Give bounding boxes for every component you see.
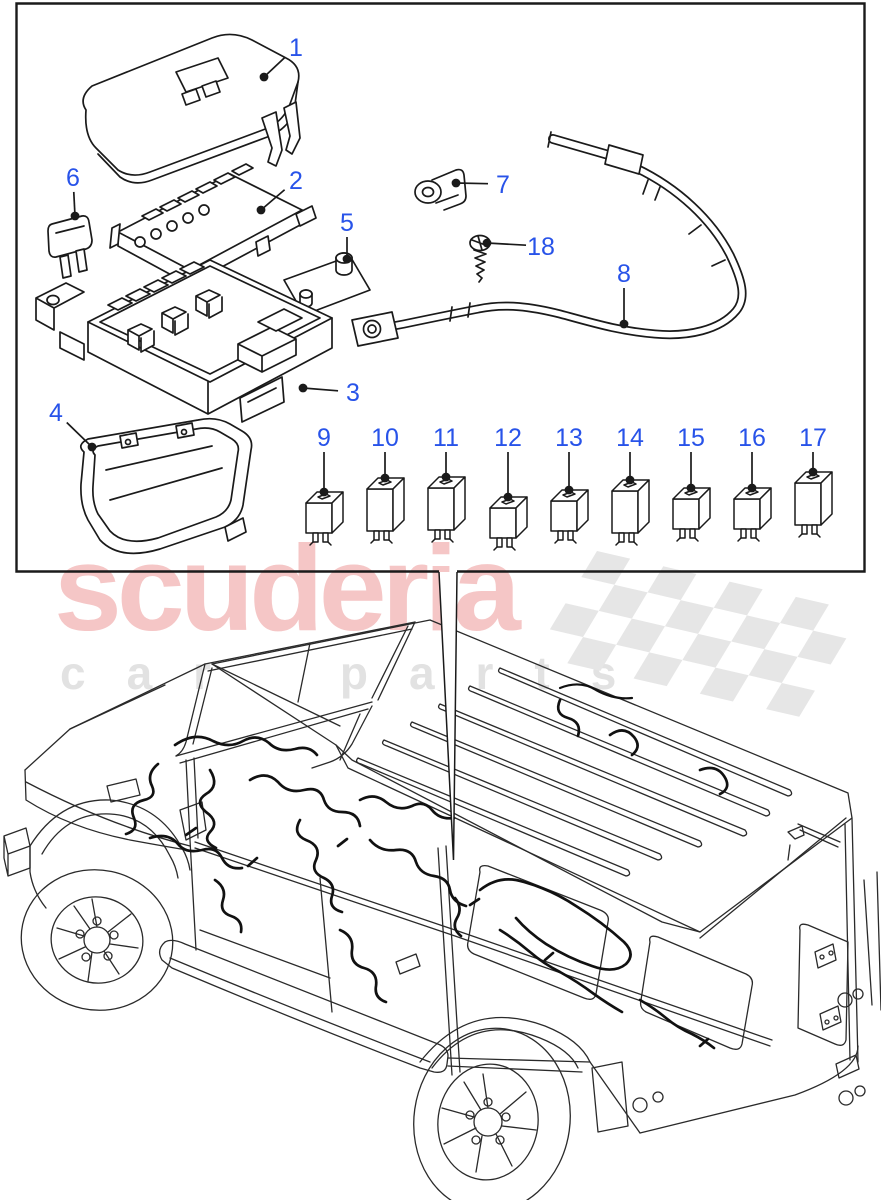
rear-valance — [639, 1045, 859, 1134]
part-1-fusebox-cover — [82, 33, 301, 184]
callout-8: 8 — [617, 260, 631, 329]
wiring-harness — [124, 698, 729, 1050]
relay-9 — [305, 491, 344, 546]
bonnet — [24, 663, 373, 852]
callout-7: 7 — [451, 171, 510, 199]
vehicle-illustration — [3, 619, 881, 1200]
svg-text:16: 16 — [738, 424, 766, 452]
relay-17 — [794, 471, 833, 538]
svg-text:9: 9 — [317, 424, 331, 452]
callout-12: 12 — [494, 424, 522, 502]
side-step — [158, 939, 641, 1134]
svg-text:3: 3 — [346, 379, 360, 407]
part-3-fusebox-body — [35, 259, 333, 423]
front-wheel-arch — [29, 799, 191, 871]
relay-14 — [611, 479, 650, 546]
rear-wheel-arch — [419, 1016, 591, 1063]
callout-14: 14 — [616, 424, 644, 485]
parts-box-border — [15, 2, 866, 573]
relay-15 — [672, 487, 711, 542]
callout-15: 15 — [677, 424, 705, 493]
front-bumper — [3, 827, 31, 877]
rear-body — [632, 817, 881, 1113]
callout-2: 2 — [256, 167, 303, 215]
callout-3: 3 — [298, 379, 360, 407]
svg-text:13: 13 — [555, 424, 583, 452]
callout-9: 9 — [317, 424, 331, 497]
svg-text:2: 2 — [289, 167, 303, 195]
part-6-fuse — [47, 215, 93, 279]
svg-text:18: 18 — [527, 233, 555, 261]
relay-13 — [550, 489, 589, 544]
callout-18: 18 — [482, 233, 555, 261]
svg-text:4: 4 — [49, 399, 63, 427]
checkered-flag — [549, 551, 847, 717]
side-windows — [466, 864, 849, 1050]
part-4-lower-cover — [79, 417, 253, 555]
svg-text:8: 8 — [617, 260, 631, 288]
roof-ribs — [355, 667, 841, 877]
relay-12 — [489, 496, 528, 551]
svg-text:5: 5 — [340, 209, 354, 237]
svg-text:12: 12 — [494, 424, 522, 452]
svg-text:17: 17 — [799, 424, 827, 452]
rear-wheel — [413, 1027, 571, 1200]
svg-text:11: 11 — [433, 424, 459, 452]
location-pointer — [438, 571, 458, 861]
callout-11: 11 — [433, 424, 459, 482]
part-2-fuse-carrier — [109, 163, 317, 287]
mud-flap — [591, 1061, 629, 1133]
svg-text:7: 7 — [496, 171, 510, 199]
relay-11 — [427, 476, 466, 543]
relay-16 — [733, 487, 772, 542]
svg-text:14: 14 — [616, 424, 644, 452]
windscreen-frame — [175, 621, 416, 764]
callout-6: 6 — [66, 164, 80, 221]
svg-text:10: 10 — [371, 424, 399, 452]
callout-13: 13 — [555, 424, 583, 495]
svg-text:15: 15 — [677, 424, 705, 452]
part-8-cable — [351, 131, 747, 347]
callout-16: 16 — [738, 424, 766, 493]
exploded-parts — [35, 33, 833, 555]
relay-10 — [366, 477, 405, 544]
callout-4: 4 — [49, 399, 97, 452]
part-7-clip — [414, 168, 467, 211]
callout-5: 5 — [340, 209, 354, 264]
callout-1: 1 — [259, 34, 303, 82]
front-wheel — [20, 869, 174, 1011]
callout-17: 17 — [799, 424, 827, 477]
svg-text:1: 1 — [289, 34, 303, 62]
callout-10: 10 — [371, 424, 399, 483]
svg-text:6: 6 — [66, 164, 80, 192]
